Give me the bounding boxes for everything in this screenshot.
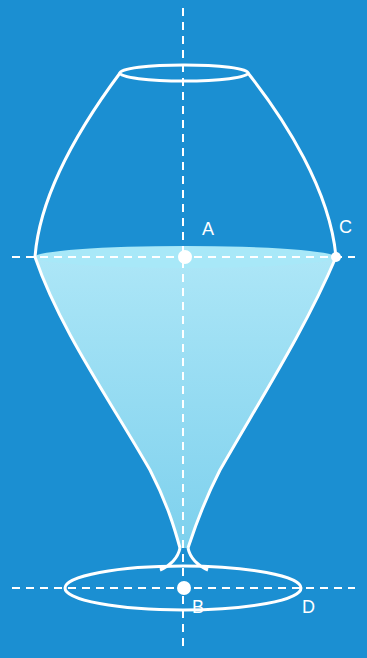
point: [177, 581, 191, 595]
glass-outline-right: [188, 73, 336, 548]
point: [331, 252, 341, 262]
liquid-surface: [35, 246, 335, 268]
point-label: B: [192, 598, 204, 616]
vertical-axis: [182, 8, 184, 652]
point-label: A: [202, 220, 214, 238]
point: [178, 250, 192, 264]
point-label: C: [339, 218, 352, 236]
glass-outline-left: [35, 73, 180, 548]
liquid: [35, 257, 336, 548]
point-label: D: [302, 598, 315, 616]
